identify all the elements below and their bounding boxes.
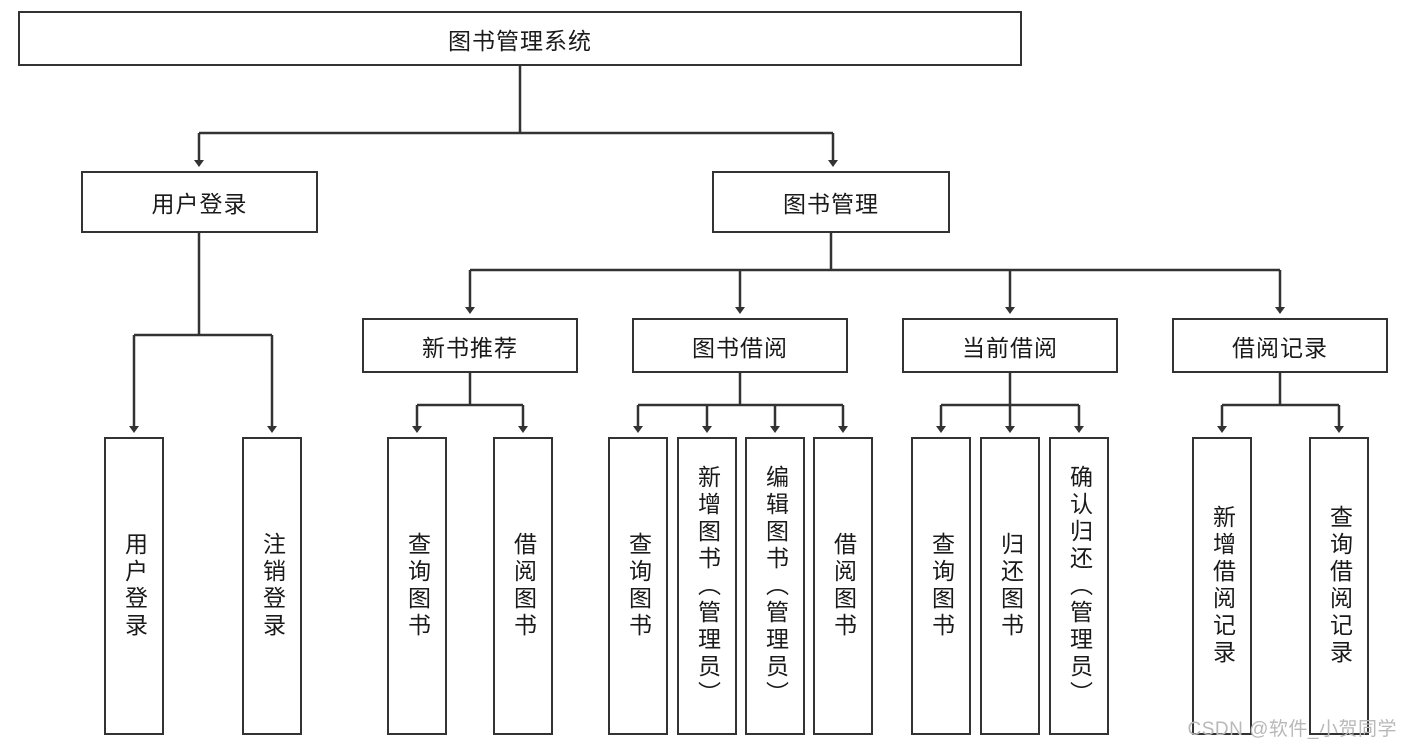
node-label: 新书推荐 bbox=[422, 334, 518, 361]
leaf-confirm-return-admin[interactable]: 确认归还（管理员） bbox=[1049, 437, 1109, 735]
node-label: 确认归还（管理员） bbox=[1066, 464, 1093, 708]
leaf-query-book-borrow[interactable]: 查询图书 bbox=[608, 437, 668, 735]
node-label: 注销登录 bbox=[259, 532, 286, 640]
node-label: 借阅记录 bbox=[1232, 334, 1328, 361]
node-current-borrow[interactable]: 当前借阅 bbox=[902, 318, 1118, 373]
node-label: 归还图书 bbox=[997, 532, 1024, 640]
node-label: 查询图书 bbox=[625, 532, 652, 640]
node-label: 编辑图书（管理员） bbox=[762, 464, 789, 708]
leaf-borrow-book-recommend[interactable]: 借阅图书 bbox=[493, 437, 553, 735]
node-label: 新增借阅记录 bbox=[1209, 505, 1236, 667]
leaf-add-book-admin[interactable]: 新增图书（管理员） bbox=[677, 437, 737, 735]
node-new-book-recommend[interactable]: 新书推荐 bbox=[362, 318, 578, 373]
node-book-borrow[interactable]: 图书借阅 bbox=[632, 318, 848, 373]
leaf-return-book[interactable]: 归还图书 bbox=[980, 437, 1040, 735]
leaf-query-book-current[interactable]: 查询图书 bbox=[911, 437, 971, 735]
node-label: 图书借阅 bbox=[692, 334, 788, 361]
node-label: 用户登录 bbox=[151, 191, 248, 217]
node-user-login[interactable]: 用户登录 bbox=[81, 171, 318, 233]
watermark-text: CSDN @软件_小贺同学 bbox=[1187, 719, 1397, 740]
node-label: 查询图书 bbox=[404, 532, 431, 640]
leaf-query-borrow-record[interactable]: 查询借阅记录 bbox=[1309, 437, 1369, 735]
leaf-user-login[interactable]: 用户登录 bbox=[104, 437, 164, 735]
leaf-borrow-book[interactable]: 借阅图书 bbox=[813, 437, 873, 735]
node-book-management[interactable]: 图书管理 bbox=[712, 171, 950, 233]
node-label: 新增图书（管理员） bbox=[694, 464, 721, 708]
node-label: 查询借阅记录 bbox=[1326, 505, 1353, 667]
node-label: 借阅图书 bbox=[510, 532, 537, 640]
node-label: 图书管理 bbox=[783, 191, 879, 217]
node-label: 用户登录 bbox=[121, 532, 148, 640]
node-label: 当前借阅 bbox=[962, 334, 1058, 361]
leaf-add-borrow-record[interactable]: 新增借阅记录 bbox=[1192, 437, 1252, 735]
node-label: 借阅图书 bbox=[830, 532, 857, 640]
leaf-edit-book-admin[interactable]: 编辑图书（管理员） bbox=[745, 437, 805, 735]
leaf-query-book-recommend[interactable]: 查询图书 bbox=[387, 437, 447, 735]
node-borrow-records[interactable]: 借阅记录 bbox=[1172, 318, 1388, 373]
leaf-logout[interactable]: 注销登录 bbox=[242, 437, 302, 735]
node-root-system[interactable]: 图书管理系统 bbox=[18, 11, 1022, 66]
node-label: 查询图书 bbox=[928, 532, 955, 640]
node-label: 图书管理系统 bbox=[448, 27, 592, 54]
